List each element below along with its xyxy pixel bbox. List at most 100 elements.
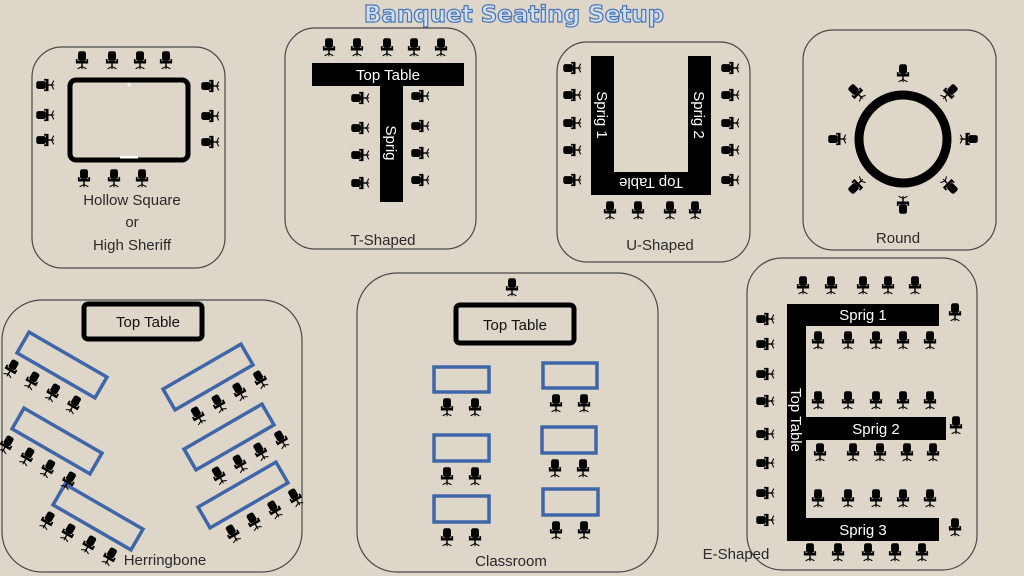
chair-icon xyxy=(410,119,430,133)
chair-icon xyxy=(688,200,702,220)
herringbone-top-table xyxy=(81,301,205,342)
chair-icon xyxy=(896,195,910,215)
e-top-table xyxy=(787,322,806,541)
page-title: Banquet Seating Setup xyxy=(364,2,664,28)
t-sprig-table xyxy=(380,85,403,202)
chair-icon xyxy=(796,275,810,295)
chair-icon xyxy=(350,91,370,105)
herringbone-table xyxy=(160,341,256,413)
u-sprig2-table xyxy=(688,56,711,195)
t-top-table xyxy=(312,63,464,86)
chair-icon xyxy=(811,488,825,508)
chair-icon xyxy=(105,50,119,70)
panel-hollow-square xyxy=(31,46,226,269)
chair-icon xyxy=(869,390,883,410)
chair-icon xyxy=(99,545,121,568)
chair-icon xyxy=(896,63,910,83)
chair-icon xyxy=(200,135,220,149)
chair-icon xyxy=(107,168,121,188)
chair-icon xyxy=(410,173,430,187)
herringbone-table xyxy=(14,329,110,401)
chair-icon xyxy=(900,442,914,462)
chair-icon xyxy=(410,89,430,103)
chair-icon xyxy=(813,442,827,462)
chair-icon xyxy=(896,488,910,508)
chair-icon xyxy=(562,88,582,102)
chair-icon xyxy=(322,37,336,57)
panel-round xyxy=(802,29,997,251)
chair-icon xyxy=(264,498,285,521)
chair-icon xyxy=(938,174,961,197)
chair-icon xyxy=(440,397,454,417)
chair-icon xyxy=(755,513,775,527)
e-sprig2-table xyxy=(806,417,946,440)
chair-icon xyxy=(631,200,645,220)
chair-icon xyxy=(908,275,922,295)
chair-icon xyxy=(350,176,370,190)
chair-icon xyxy=(37,509,58,532)
chair-icon xyxy=(549,393,563,413)
panel-herringbone xyxy=(1,299,303,573)
panel-u-shaped xyxy=(556,41,751,263)
chair-icon xyxy=(755,394,775,408)
chair-icon xyxy=(811,390,825,410)
classroom-table xyxy=(432,433,491,463)
chair-icon xyxy=(755,367,775,381)
chair-icon xyxy=(78,533,100,556)
chair-icon xyxy=(755,337,775,351)
table-dot xyxy=(127,83,131,86)
chair-icon xyxy=(869,488,883,508)
chair-icon xyxy=(562,116,582,130)
chair-icon xyxy=(200,79,220,93)
chair-icon xyxy=(861,542,875,562)
chair-icon xyxy=(250,440,271,463)
chair-icon xyxy=(229,380,250,403)
round-label: Round xyxy=(876,230,920,247)
t-top-table-label: Top Table xyxy=(356,67,420,84)
chair-icon xyxy=(926,442,940,462)
chair-icon xyxy=(350,148,370,162)
panel-t-shaped xyxy=(284,27,477,250)
classroom-table xyxy=(541,487,600,517)
chair-icon xyxy=(915,542,929,562)
chair-icon xyxy=(949,415,963,435)
e-top-table-label: Top Table xyxy=(787,388,804,452)
chair-icon xyxy=(896,330,910,350)
chair-icon xyxy=(873,442,887,462)
classroom-table xyxy=(432,365,491,394)
chair-icon xyxy=(663,200,677,220)
chair-icon xyxy=(350,121,370,135)
chair-icon xyxy=(755,486,775,500)
chair-icon xyxy=(755,312,775,326)
chair-icon xyxy=(824,275,838,295)
chair-icon xyxy=(135,168,149,188)
u-shaped-label: U-Shaped xyxy=(626,237,694,254)
chair-icon xyxy=(42,381,64,404)
chair-icon xyxy=(468,527,482,547)
classroom-table xyxy=(540,425,598,455)
chair-icon xyxy=(208,392,229,415)
u-top-table-label: Top Table xyxy=(619,174,683,191)
chair-icon xyxy=(755,456,775,470)
chair-icon xyxy=(831,542,845,562)
chair-icon xyxy=(841,390,855,410)
chair-icon xyxy=(720,61,740,75)
u-sprig1-table xyxy=(591,56,614,195)
classroom-table xyxy=(432,494,491,524)
chair-icon xyxy=(720,143,740,157)
chair-icon xyxy=(16,445,38,468)
herringbone-table xyxy=(195,459,291,531)
chair-icon xyxy=(603,200,617,220)
chair-icon xyxy=(208,464,230,487)
chair-icon xyxy=(270,428,292,451)
e-sprig1-label: Sprig 1 xyxy=(839,307,887,324)
t-shaped-label: T-Shaped xyxy=(350,232,415,249)
chair-icon xyxy=(57,521,79,544)
chair-icon xyxy=(159,50,173,70)
chair-icon xyxy=(720,116,740,130)
chair-icon xyxy=(187,404,209,427)
classroom-top-table xyxy=(453,302,577,346)
classroom-label: Classroom xyxy=(475,553,547,570)
chair-icon xyxy=(923,488,937,508)
chair-icon xyxy=(720,173,740,187)
